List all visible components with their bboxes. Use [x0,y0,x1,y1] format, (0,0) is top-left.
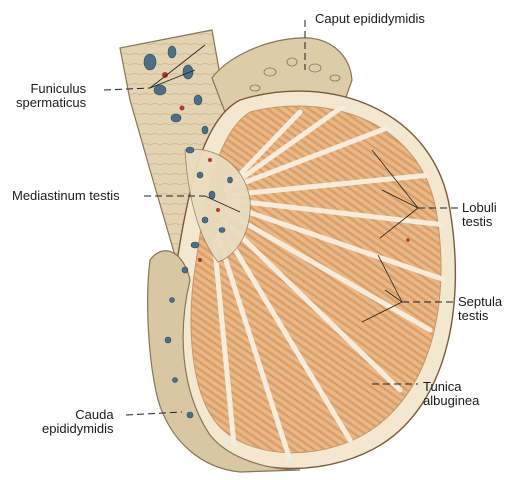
label-cauda-epididymidis: Cauda epididymidis [42,408,114,436]
tunica-line1: Tunica [423,380,479,394]
label-mediastinum-testis: Mediastinum testis [12,189,120,203]
septula-line2: testis [458,309,502,323]
label-funiculus-spermaticus: Funiculus spermaticus [16,82,86,110]
label-tunica-albuginea: Tunica albuginea [423,380,479,408]
mediastinum-text: Mediastinum testis [12,189,120,203]
funiculus-line2: spermaticus [16,96,86,110]
label-septula-testis: Septula testis [458,295,502,323]
cauda-line2: epididymidis [42,422,114,436]
caput-epididymidis-text: Caput epididymidis [315,12,425,26]
septula-line1: Septula [458,295,502,309]
lobuli-line1: Lobuli [462,201,497,215]
lobuli-line2: testis [462,215,497,229]
cauda-line1: Cauda [42,408,114,422]
label-caput-epididymidis: Caput epididymidis [315,12,425,26]
funiculus-line1: Funiculus [16,82,86,96]
tunica-line2: albuginea [423,394,479,408]
label-lobuli-testis: Lobuli testis [462,201,497,229]
